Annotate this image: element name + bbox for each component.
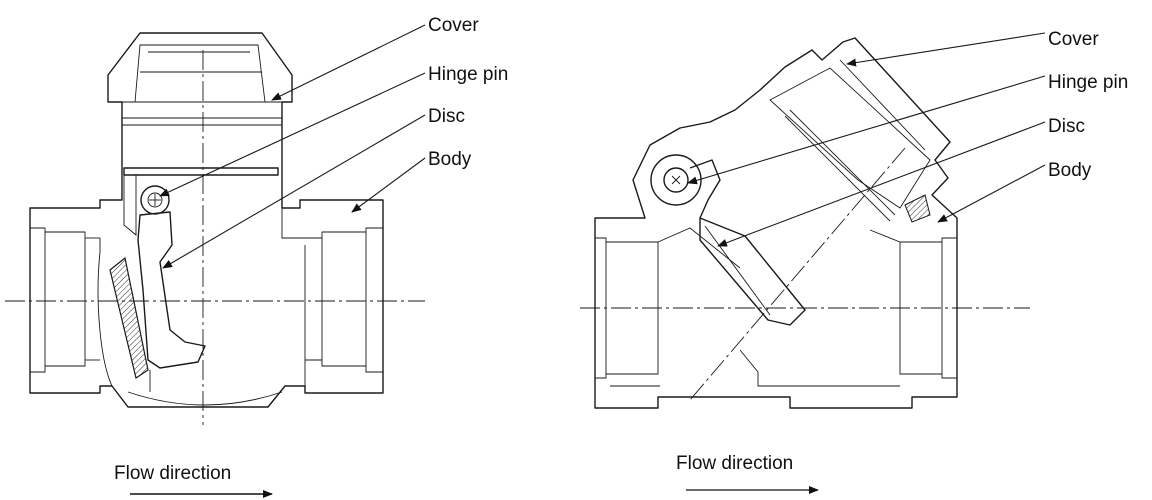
- right-flow-label: Flow direction: [676, 453, 793, 474]
- left-body-label: Body: [428, 149, 472, 170]
- right-hinge-pin-label: Hinge pin: [1048, 72, 1128, 93]
- right-callouts: Cover Hinge pin Disc Body: [687, 29, 1128, 247]
- right-flow-direction: Flow direction: [676, 453, 819, 494]
- left-flow-direction: Flow direction: [114, 463, 273, 498]
- left-callouts: Cover Hinge pin Disc Body: [159, 15, 508, 269]
- left-flow-label: Flow direction: [114, 463, 231, 484]
- right-body-label: Body: [1048, 160, 1092, 181]
- left-disc-label: Disc: [428, 106, 465, 127]
- right-disc-label: Disc: [1048, 116, 1085, 137]
- left-hinge-pin-label: Hinge pin: [428, 64, 508, 85]
- left-cover-label: Cover: [428, 15, 479, 36]
- y-pattern-check-valve-drawing: [580, 37, 1030, 409]
- swing-check-valve-drawing: [5, 32, 425, 425]
- right-cover-label: Cover: [1048, 29, 1099, 50]
